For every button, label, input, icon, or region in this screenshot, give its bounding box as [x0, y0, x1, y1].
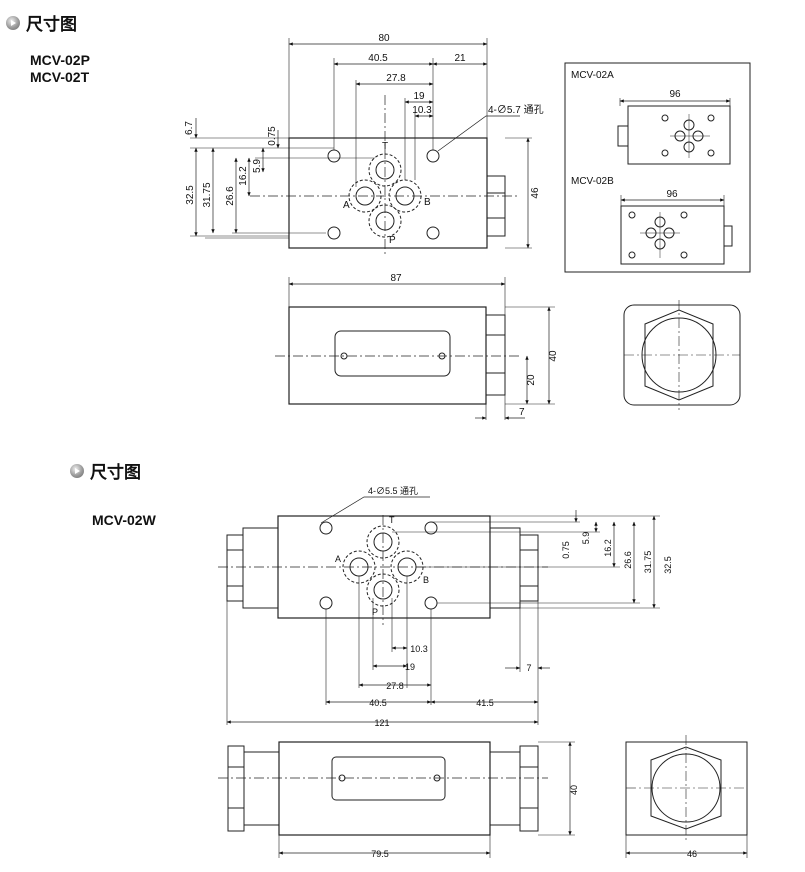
variant-label: MCV-02B — [571, 176, 614, 187]
bottom-side-labels: 40 79.5 — [371, 785, 579, 859]
dim-label: 5.9 — [252, 159, 263, 173]
bottom-plan-labels: 4-∅5.5 通孔 T A B P 0.75 5.9 16.2 26.6 31.… — [335, 486, 673, 728]
dim-label: 26.6 — [623, 551, 633, 569]
top-side-view — [275, 277, 555, 420]
dim-label: 87 — [390, 273, 402, 284]
dim-label: 20 — [526, 374, 537, 386]
model-label-02t: MCV-02T — [30, 69, 90, 85]
bottom-end-view — [625, 735, 748, 858]
dim-label: 16.2 — [603, 539, 613, 557]
bottom-plan-view — [218, 496, 660, 725]
dim-label: 40.5 — [369, 698, 387, 708]
dim-label: 0.75 — [267, 126, 278, 146]
dim-label: 31.75 — [202, 182, 213, 207]
dim-label: 10.3 — [410, 644, 428, 654]
dim-label: 6.7 — [184, 121, 195, 135]
variant-label: MCV-02A — [571, 70, 614, 81]
model-label-02p: MCV-02P — [30, 52, 90, 68]
dim-label: 21 — [454, 53, 466, 64]
port-label: B — [423, 575, 429, 585]
dim-label: 7 — [519, 407, 525, 418]
inset-labels: MCV-02A 96 MCV-02B 96 — [571, 70, 681, 200]
port-a — [355, 186, 375, 206]
dim-label: 10.3 — [412, 105, 432, 116]
section-title-top: 尺寸图 — [6, 10, 77, 35]
nameplate — [334, 330, 451, 377]
dim-label: 40.5 — [368, 53, 388, 64]
dim-label: 96 — [669, 89, 681, 100]
dim-label: 26.6 — [225, 186, 236, 206]
port-label: A — [343, 200, 350, 211]
dim-label: 121 — [374, 718, 389, 728]
dim-label: 19 — [405, 662, 415, 672]
dim-label: 5.9 — [581, 532, 591, 545]
port-label: P — [372, 607, 378, 617]
dim-label: 32.5 — [185, 185, 196, 205]
mount-hole — [426, 149, 440, 163]
dim-label: 16.2 — [238, 166, 249, 186]
port-label: P — [389, 235, 396, 246]
dim-label: 32.5 — [663, 556, 673, 574]
dim-label: 46 — [530, 187, 541, 199]
dim-label: 80 — [378, 33, 390, 44]
dim-label: 40 — [569, 785, 579, 795]
port-label: T — [389, 515, 395, 525]
dim-label: 27.8 — [386, 681, 404, 691]
bullet-icon — [6, 15, 20, 30]
top-end-view — [623, 300, 741, 410]
dim-label: 40 — [548, 350, 559, 362]
bullet-icon — [70, 463, 84, 478]
bottom-side-view — [218, 741, 575, 858]
port-label: B — [424, 197, 431, 208]
port-t — [375, 160, 395, 180]
section-title-bottom: 尺寸图 — [70, 458, 141, 483]
hex-nut-icon — [650, 746, 722, 830]
dim-label: 79.5 — [371, 849, 389, 859]
hole-note: 4-∅5.5 通孔 — [368, 486, 418, 496]
top-side-labels: 87 40 20 7 — [390, 273, 559, 418]
top-plan-labels: 80 40.5 21 27.8 19 10.3 4-∅5.7 通孔 T A B … — [184, 33, 544, 246]
dim-label: 27.8 — [386, 73, 406, 84]
nameplate — [331, 756, 446, 801]
end-cap — [486, 175, 506, 237]
mount-hole — [327, 226, 341, 240]
bottom-end-labels: 46 — [687, 849, 697, 859]
dim-label: 41.5 — [476, 698, 494, 708]
model-label-02w: MCV-02W — [92, 512, 156, 528]
mount-hole — [327, 149, 341, 163]
dim-label: 19 — [413, 91, 425, 102]
hole-note: 4-∅5.7 通孔 — [488, 104, 544, 116]
section-title-text: 尺寸图 — [26, 15, 77, 35]
valve-body-outline — [288, 137, 488, 249]
dim-label: 46 — [687, 849, 697, 859]
dim-label: 7 — [526, 663, 531, 673]
dim-label: 31.75 — [643, 551, 653, 574]
port-label: A — [335, 554, 341, 564]
mount-hole — [426, 226, 440, 240]
top-plan-view — [190, 38, 532, 255]
section-title-text: 尺寸图 — [90, 463, 141, 483]
inset-variants — [564, 62, 751, 273]
port-label: T — [382, 141, 388, 152]
dim-label: 96 — [666, 189, 678, 200]
dim-label: 0.75 — [561, 541, 571, 559]
